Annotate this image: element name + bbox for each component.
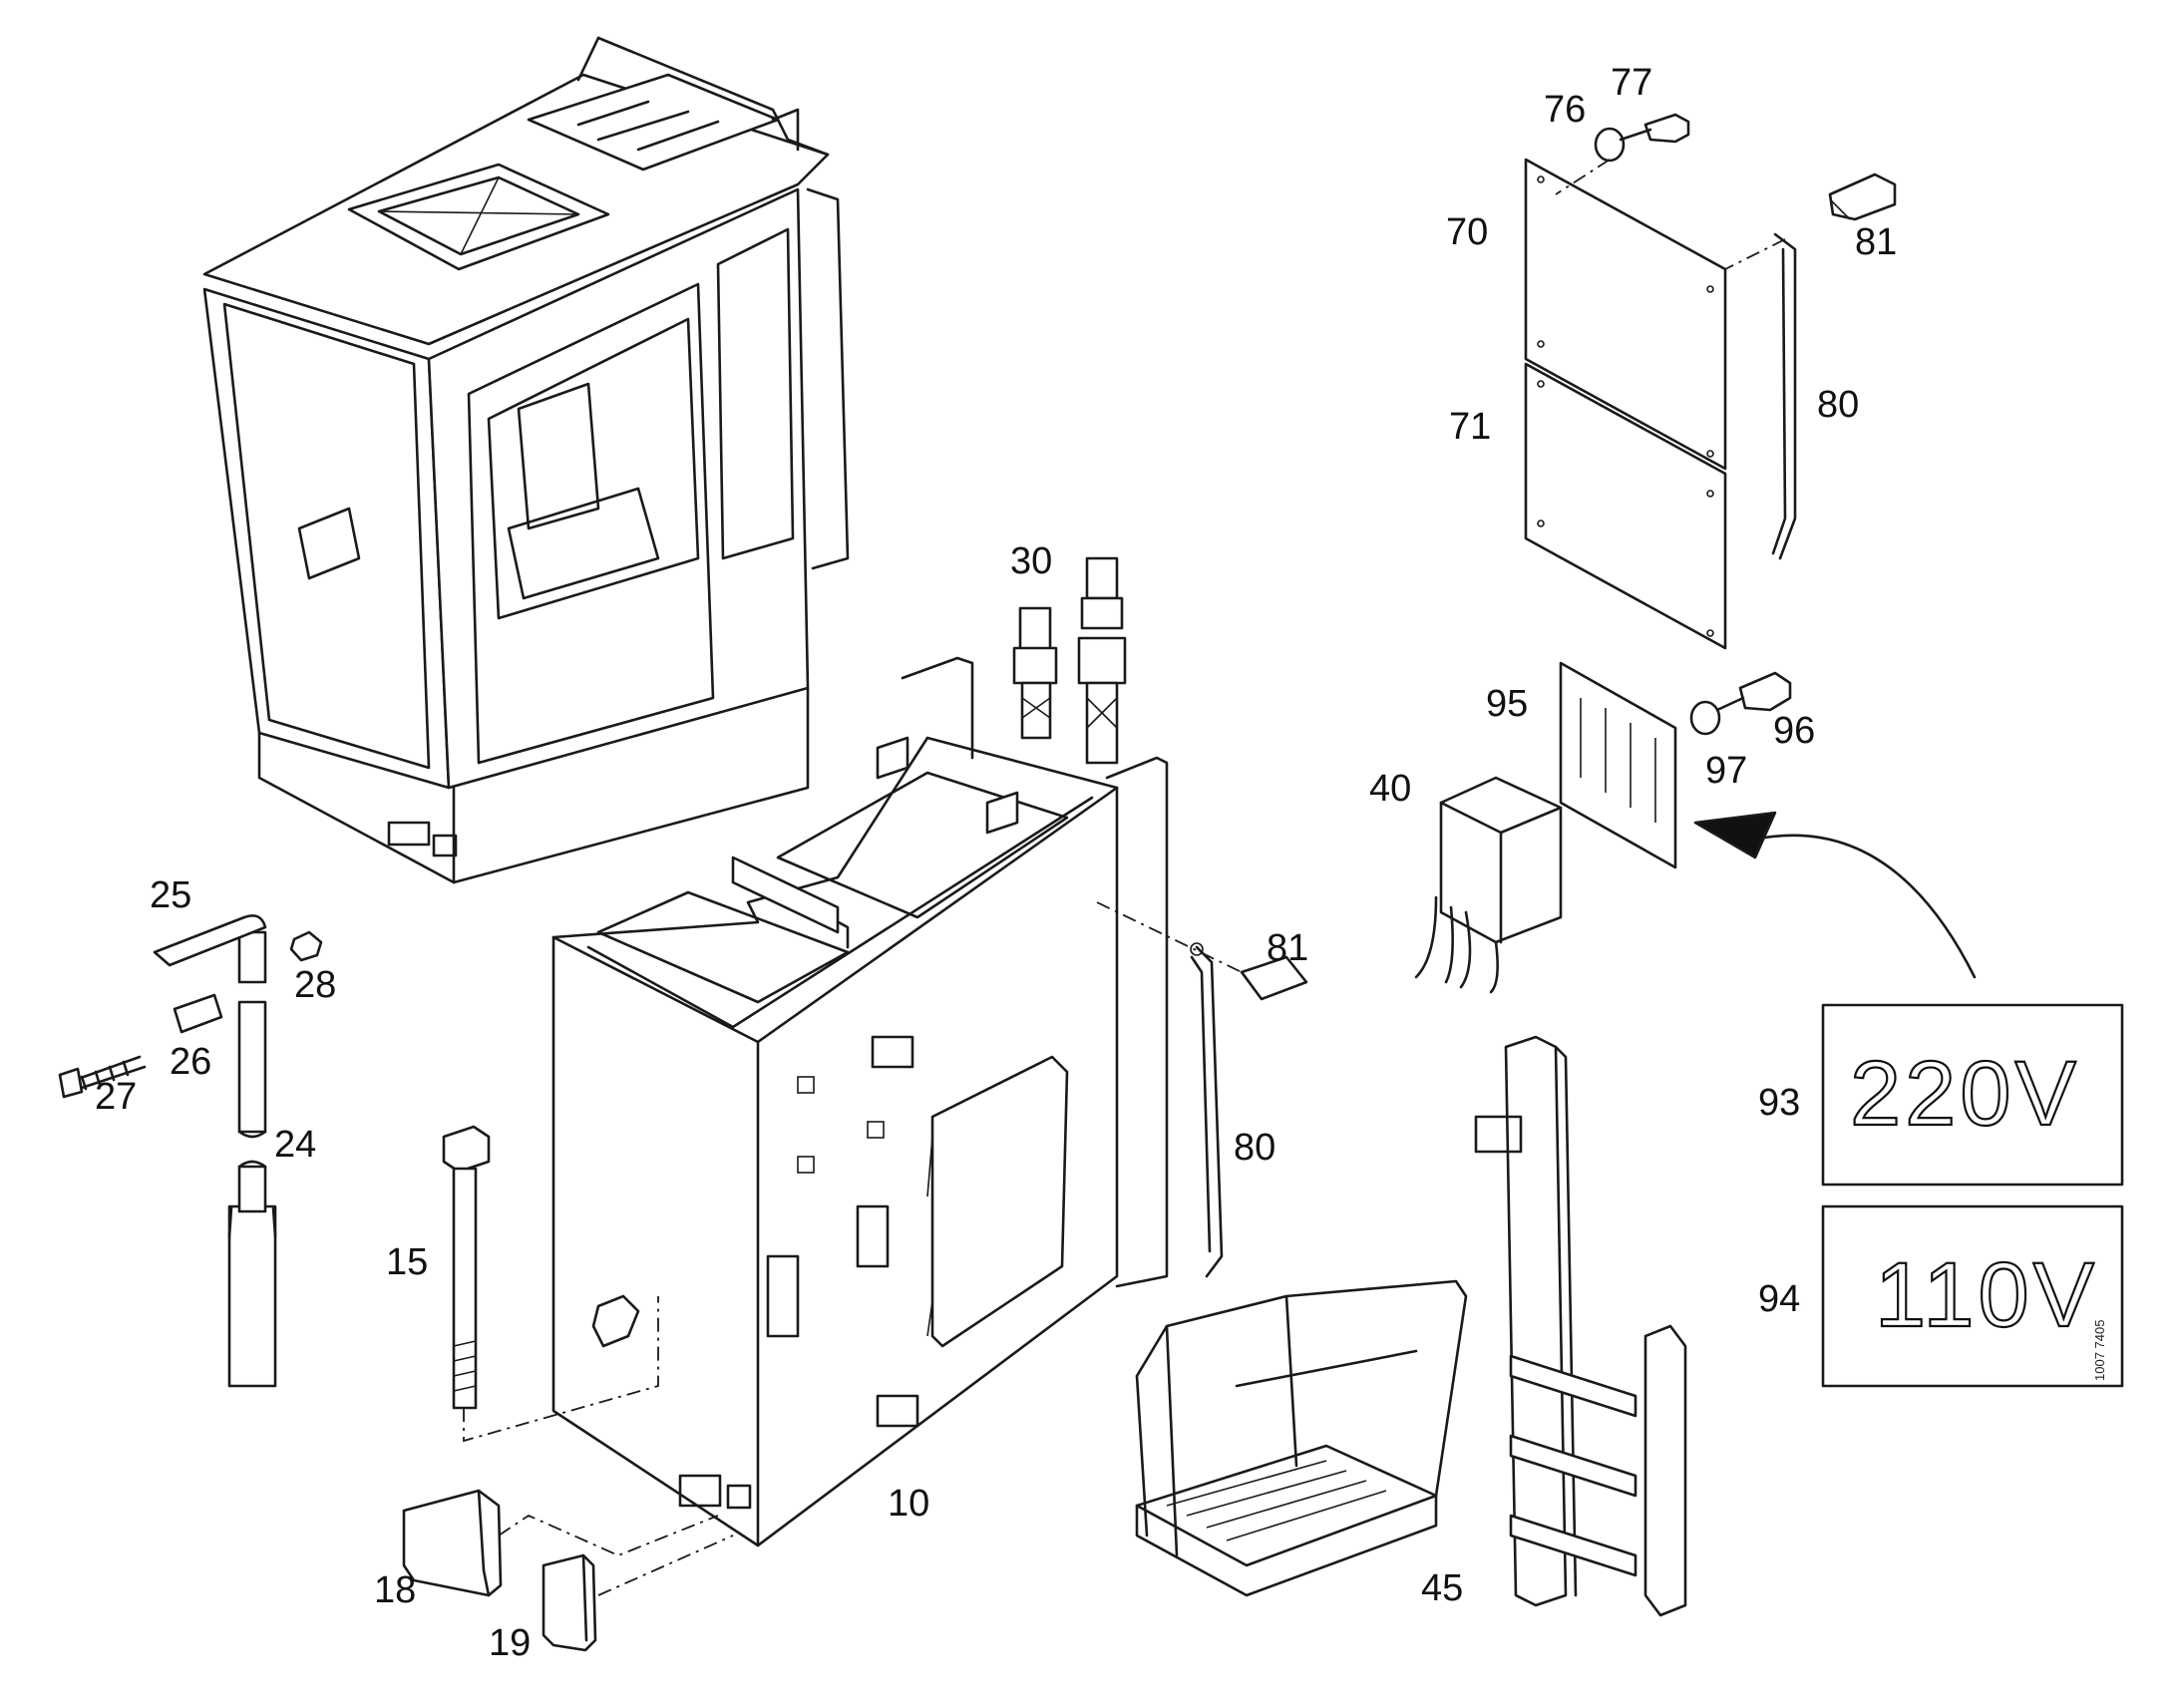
callout-40: 40 [1369,768,1411,810]
callout-96: 96 [1773,710,1815,752]
callout-26: 26 [170,1041,211,1083]
callout-15: 15 [386,1241,428,1283]
callout-19: 19 [489,1622,531,1664]
callout-25: 25 [150,874,191,916]
callout-76: 76 [1544,89,1586,131]
main-box-frame [551,656,1169,1547]
hose-fittings [1012,556,1127,765]
callout-18: 18 [374,1569,416,1611]
callout-27: 27 [95,1076,137,1118]
cover-panels [1524,113,1897,650]
access-platform [1135,1035,1687,1617]
callout-10: 10 [888,1483,929,1525]
callout-labels: 10 15 18 19 24 25 26 27 28 30 40 45 70 7… [95,62,1897,1664]
callout-81-lower: 81 [1267,927,1308,969]
callout-93: 93 [1758,1082,1800,1124]
callout-80-upper: 80 [1817,384,1859,426]
callout-94: 94 [1758,1278,1800,1320]
support-rod-lower [1096,901,1308,1278]
callout-95: 95 [1486,683,1528,725]
voltage-decal-220: 220V [1821,1003,2124,1187]
voltage-220-text: 220V [1850,1043,2080,1145]
long-bolt [442,1125,659,1443]
callout-81-upper: 81 [1855,221,1897,263]
drawing-reference: 1007 7405 [2092,1320,2107,1381]
callout-70: 70 [1446,211,1488,253]
voltage-110-text: 110V [1875,1244,2098,1346]
lifting-pin-assembly [58,914,323,1388]
voltage-decal-110: 110V 1007 7405 [1821,1204,2124,1388]
operator-cab [202,36,850,884]
callout-45: 45 [1421,1567,1463,1609]
callout-71: 71 [1449,406,1491,448]
cover-caps [402,1489,734,1652]
electrical-box [1414,661,1977,994]
callout-30: 30 [1010,540,1052,582]
callout-24: 24 [274,1124,316,1166]
callout-28: 28 [294,964,336,1006]
callout-97: 97 [1705,750,1747,792]
callout-77: 77 [1611,62,1652,104]
callout-80-lower: 80 [1234,1127,1275,1169]
